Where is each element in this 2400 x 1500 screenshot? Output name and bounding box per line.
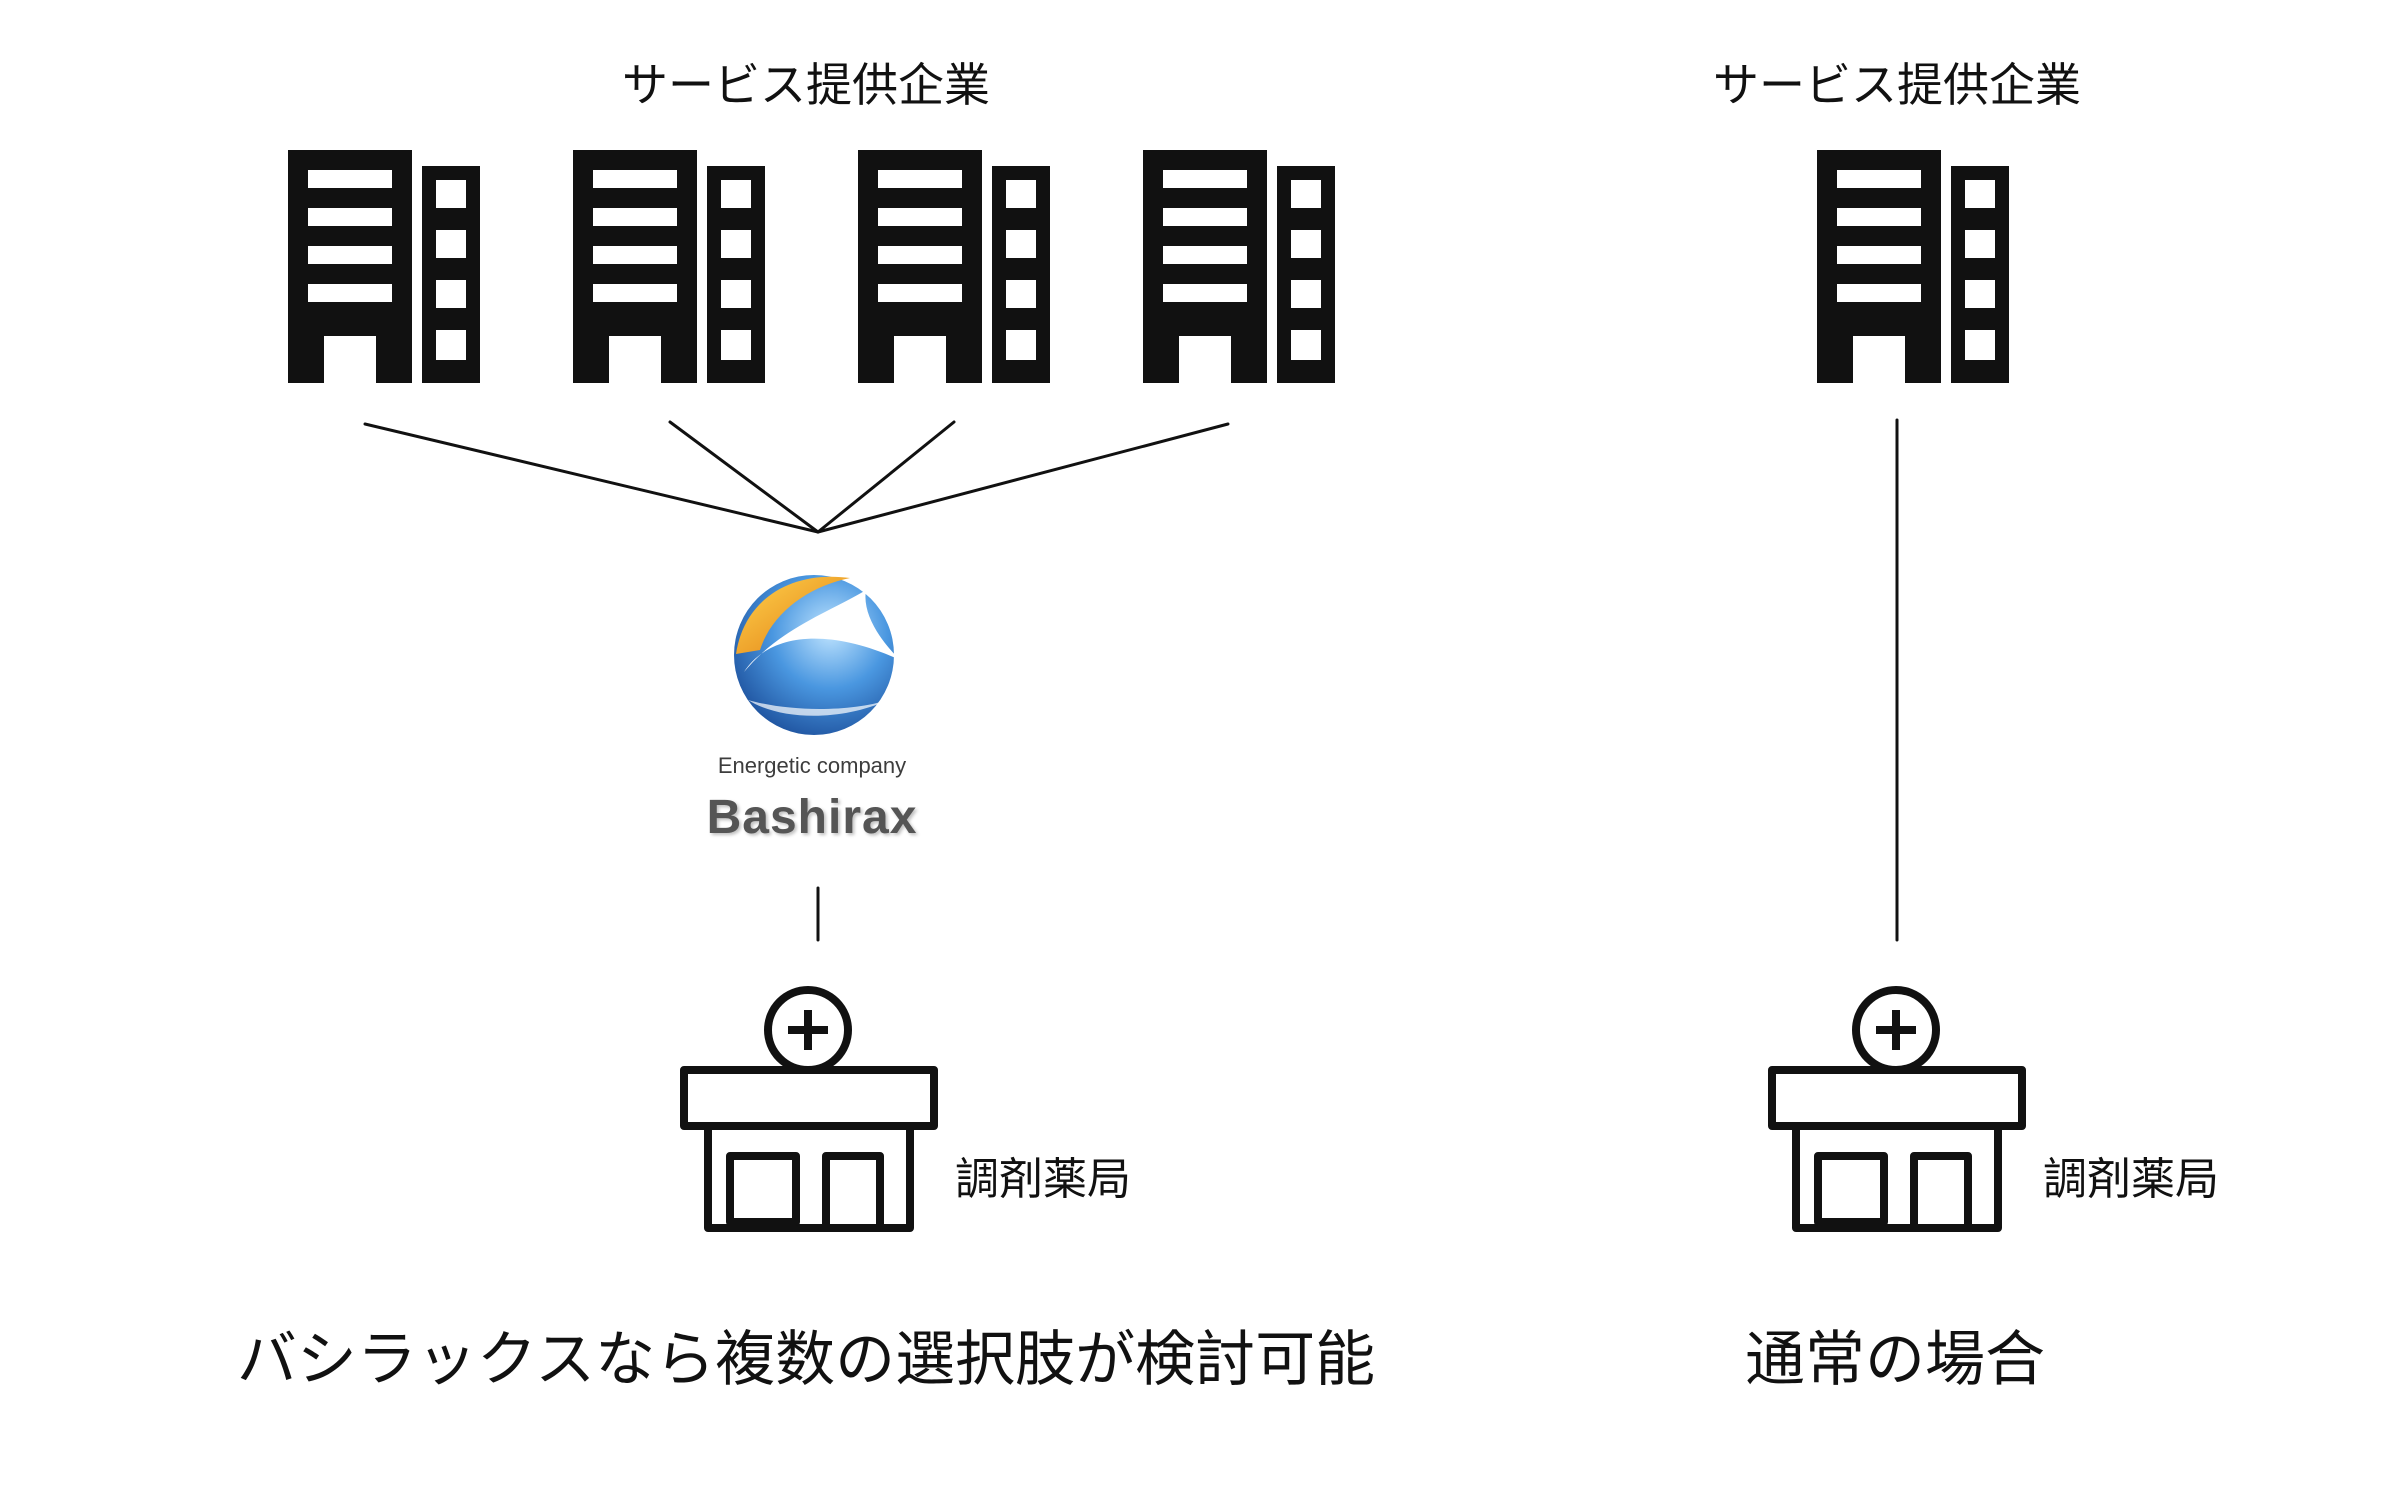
right-caption: 通常の場合 xyxy=(1745,1325,2045,1395)
logo-tagline: Energetic company xyxy=(717,753,907,778)
pharmacy-icon-left xyxy=(684,990,934,1228)
left-caption: バシラックスなら複数の選択肢が検討可能 xyxy=(236,1325,1376,1395)
company-building-icon-3 xyxy=(858,150,1050,383)
company-building-icon-2 xyxy=(573,150,765,383)
right-header-label: サービス提供企業 xyxy=(1713,58,2081,112)
right-pharmacy-label: 調剤薬局 xyxy=(2043,1154,2219,1205)
company-building-icon-right xyxy=(1817,150,2009,383)
connector-line-3 xyxy=(816,420,956,534)
company-building-icon-1 xyxy=(288,150,480,383)
left-pharmacy-label: 調剤薬局 xyxy=(955,1154,1131,1205)
connector-line-4 xyxy=(816,422,1230,534)
connector-line-1 xyxy=(363,422,820,534)
left-header-label: サービス提供企業 xyxy=(622,58,990,112)
pharmacy-icon-right xyxy=(1772,990,2022,1228)
company-building-icon-4 xyxy=(1143,150,1335,383)
logo-name: Bashirax xyxy=(706,791,918,844)
connector-line-2 xyxy=(668,420,820,534)
bashirax-logo xyxy=(734,575,900,735)
